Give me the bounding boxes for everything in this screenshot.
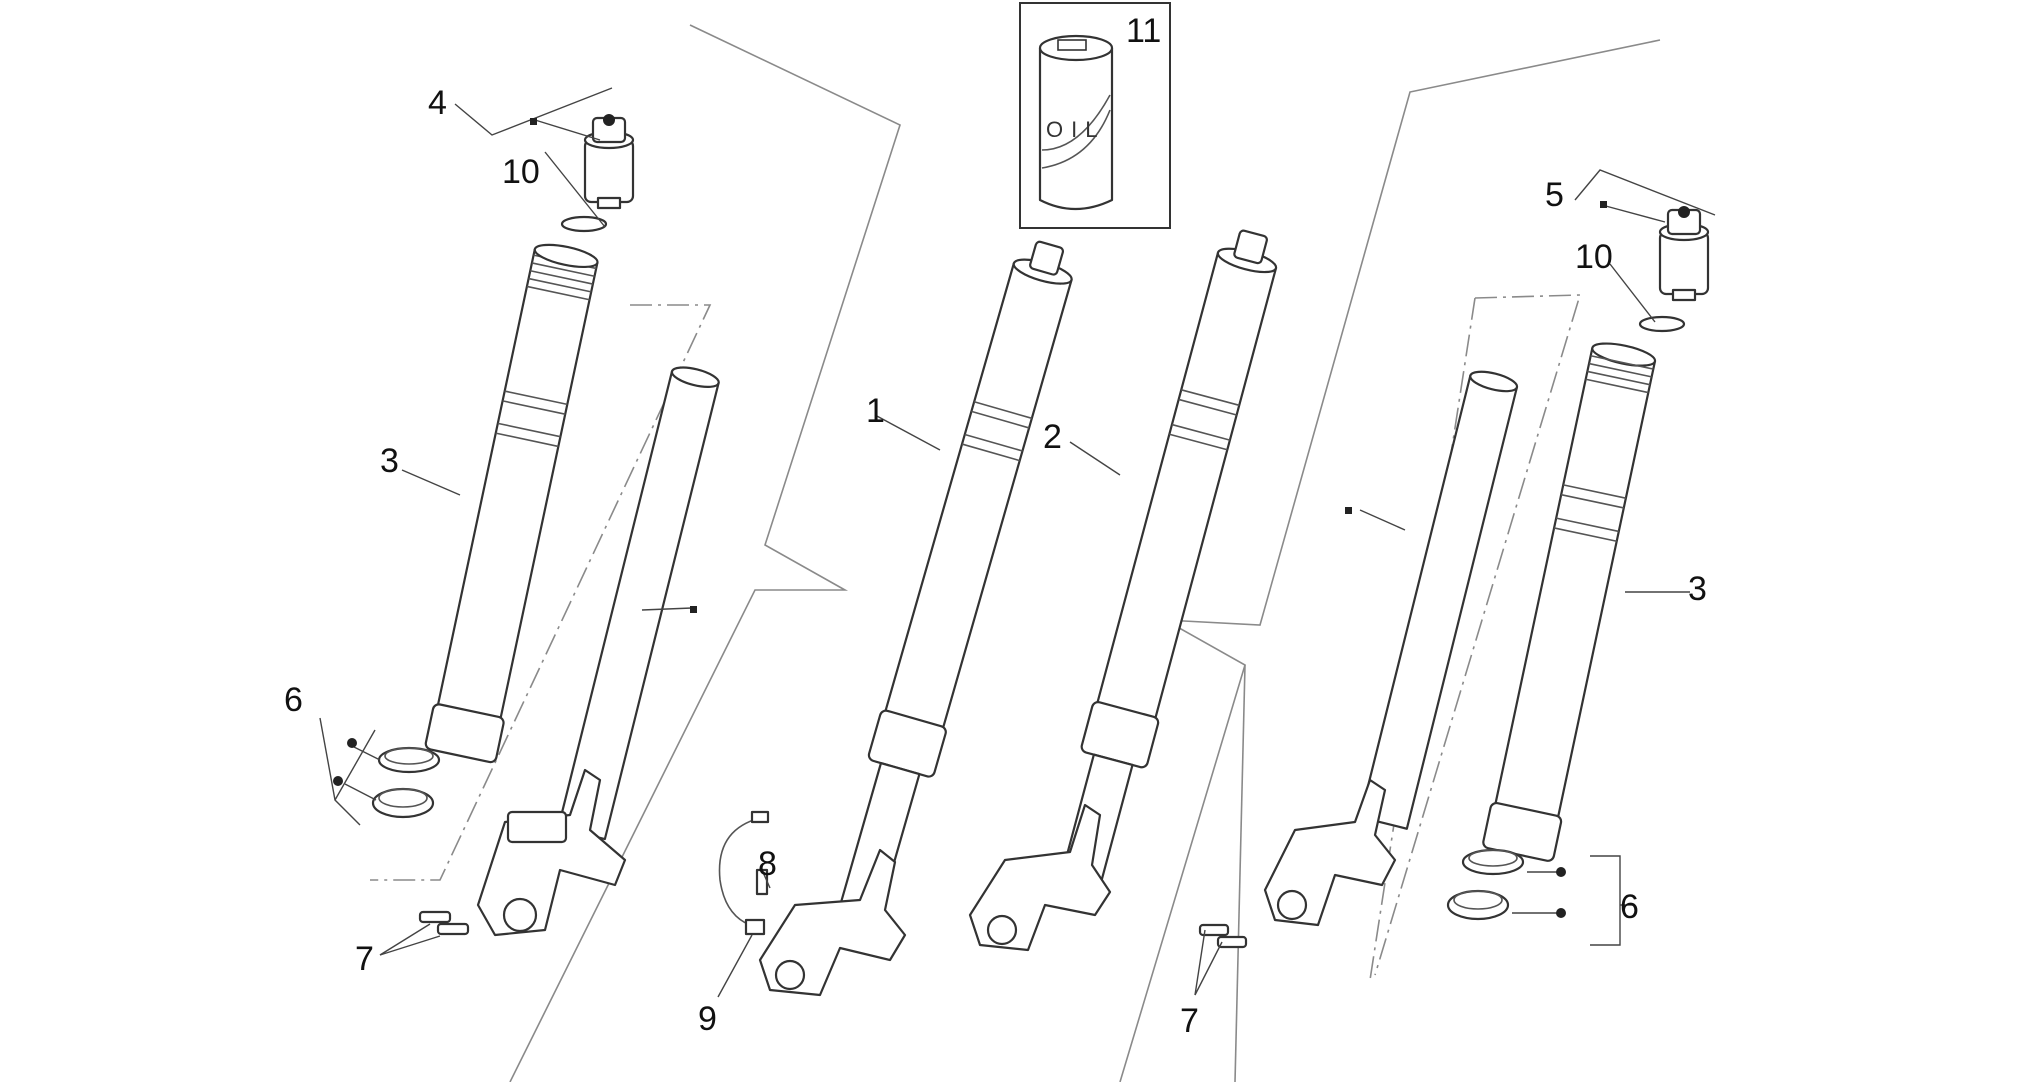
outer-tube-right [1482, 342, 1657, 862]
leader-lines [319, 87, 1716, 998]
callout-5: 5 [1545, 176, 1564, 214]
callout-10-left: 10 [502, 153, 540, 191]
fork-foot-right [1263, 778, 1397, 927]
dot-markers [333, 738, 1566, 918]
outer-tube-left [424, 243, 599, 764]
callout-7-right: 7 [1180, 1002, 1199, 1040]
oil-can-label: OIL [1046, 117, 1105, 142]
callout-2: 2 [1043, 418, 1062, 456]
screws-left [418, 910, 470, 936]
callout-11: 11 [1126, 12, 1161, 50]
fork-leg-complete-2 [968, 229, 1278, 952]
damper-cartridge-cap-left [583, 114, 635, 210]
oil-seal-right [1446, 889, 1510, 921]
square-markers [530, 118, 1607, 613]
callout-7-left: 7 [355, 940, 374, 978]
abs-sensor-cable [718, 810, 770, 936]
group-outline-right [1119, 39, 1661, 1082]
fork-foot-left [476, 768, 627, 937]
callout-9: 9 [698, 1000, 717, 1038]
dust-seal-left [377, 746, 441, 774]
dust-seal-right [1461, 848, 1525, 876]
callout-8: 8 [758, 845, 777, 883]
callout-3-right: 3 [1688, 570, 1707, 608]
dashed-outline-left [370, 304, 712, 881]
oil-can: OIL [1038, 34, 1114, 210]
callout-1: 1 [866, 392, 885, 430]
callout-10-right: 10 [1575, 238, 1613, 276]
callout-4: 4 [428, 84, 447, 122]
oil-seal-left [371, 787, 435, 819]
damper-cartridge-cap-right [1658, 206, 1710, 302]
oil-can-box: OIL [1019, 2, 1171, 229]
group-outline-left [509, 24, 901, 1082]
callout-3-left: 3 [380, 442, 399, 480]
o-ring-left [560, 215, 608, 233]
callout-6-left: 6 [284, 681, 303, 719]
screws-right [1198, 923, 1248, 949]
inner-tube-left [557, 366, 720, 841]
o-ring-right [1638, 315, 1686, 333]
inner-tube-right [1359, 370, 1519, 830]
fork-leg-complete-1 [758, 240, 1073, 997]
callout-6-right: 6 [1620, 888, 1639, 926]
